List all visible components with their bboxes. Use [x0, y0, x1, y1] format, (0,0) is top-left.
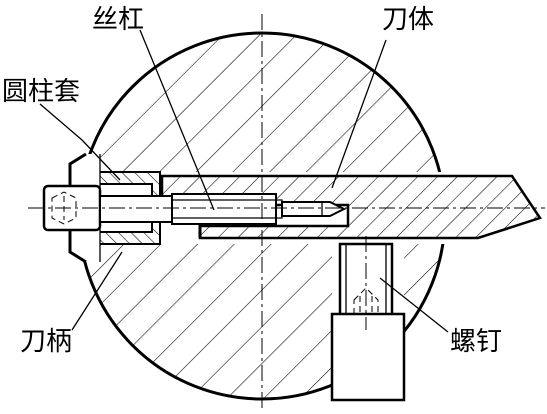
label-tool-shank: 刀柄: [20, 327, 72, 357]
label-lead-screw: 丝杠: [92, 5, 144, 35]
lead-screw-body: [99, 193, 347, 225]
label-cutter-body: 刀体: [382, 5, 434, 35]
label-cylindrical-sleeve: 圆柱套: [2, 77, 80, 107]
label-screw: 螺钉: [450, 327, 502, 357]
leader-lines: [39, 29, 449, 333]
screw-slot-outline: [330, 312, 406, 402]
